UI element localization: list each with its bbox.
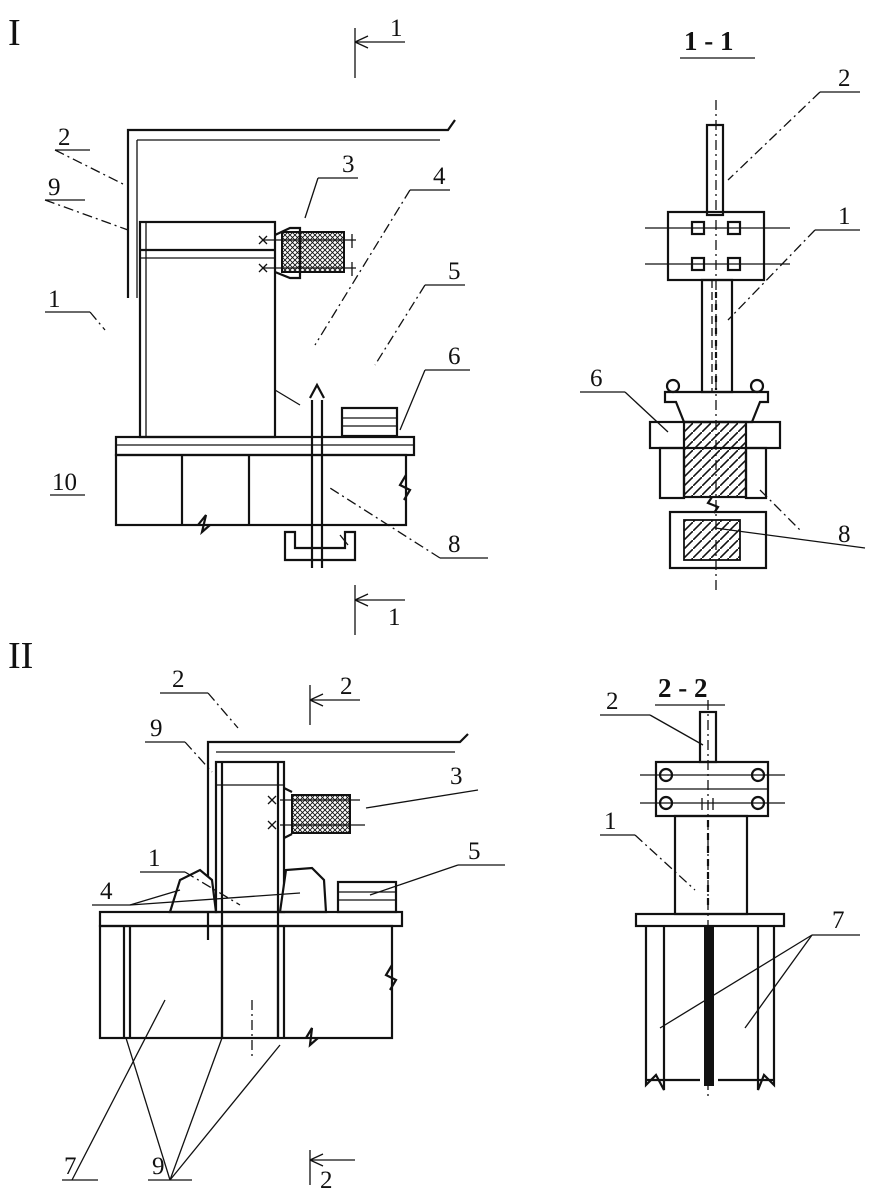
- foundation-s2: [644, 926, 666, 1091]
- label-10: 10: [52, 469, 77, 496]
- base-plate: [114, 435, 416, 457]
- section-2-cut-top: 2: [309, 673, 360, 725]
- insulator-block-2: [291, 794, 351, 834]
- label-2: 2: [58, 124, 71, 151]
- label-1-s2: 1: [604, 808, 617, 835]
- section-1-cut-bottom: 1: [354, 585, 405, 635]
- view-1-title: I: [8, 12, 21, 54]
- section-2-cut-bottom: 2: [309, 1150, 355, 1194]
- cut-mark-2-bottom-label: 2: [320, 1167, 333, 1194]
- label-8-s1: 8: [838, 521, 851, 548]
- view-2-title: II: [8, 635, 33, 677]
- label-5: 5: [448, 258, 461, 285]
- foundation-2: [98, 924, 394, 1040]
- lower-channel: [683, 519, 741, 561]
- label-9-v2: 9: [150, 715, 163, 742]
- label-2-s2: 2: [606, 688, 619, 715]
- label-4: 4: [433, 163, 446, 190]
- base-plate-s2: [634, 912, 786, 928]
- section-1-cut-top: 1: [354, 15, 405, 78]
- section-1-1: 1 - 1 2 1: [580, 26, 866, 590]
- section-2-2-title: 2 - 2: [658, 673, 708, 703]
- beam-section: [682, 420, 748, 499]
- label-2-s1: 2: [838, 65, 851, 92]
- cut-mark-2-top-label: 2: [340, 673, 353, 700]
- cut-mark-1-bottom-label: 1: [388, 604, 401, 631]
- cut-mark-1-top-label: 1: [390, 15, 403, 42]
- hood-canopy: [126, 119, 456, 298]
- label-5-v2: 5: [468, 838, 481, 865]
- label-9-v2-bottom: 9: [152, 1153, 165, 1180]
- view-1: I 1: [8, 12, 488, 635]
- label-6: 6: [448, 343, 461, 370]
- label-7-s2: 7: [832, 907, 845, 934]
- label-2-v2: 2: [172, 666, 185, 693]
- section-1-1-title: 1 - 1: [684, 26, 734, 56]
- label-3: 3: [342, 151, 355, 178]
- insulator-block: [281, 231, 345, 273]
- foundation-blocks: [114, 453, 408, 527]
- label-9: 9: [48, 174, 61, 201]
- column-section-2: [673, 814, 749, 916]
- label-1: 1: [48, 286, 61, 313]
- label-8: 8: [448, 531, 461, 558]
- base-plate-2: [98, 910, 404, 928]
- view-2: II 2: [8, 635, 505, 1194]
- section-2-2: 2 - 2 2 1 7: [600, 673, 860, 1100]
- label-3-v2: 3: [450, 763, 463, 790]
- label-1-s1: 1: [838, 203, 851, 230]
- label-4-v2: 4: [100, 878, 113, 905]
- column-frame: [138, 220, 277, 439]
- label-1-v2: 1: [148, 845, 161, 872]
- hood-canopy-2: [206, 733, 469, 940]
- label-7-v2: 7: [64, 1153, 77, 1180]
- label-6-s1: 6: [590, 365, 603, 392]
